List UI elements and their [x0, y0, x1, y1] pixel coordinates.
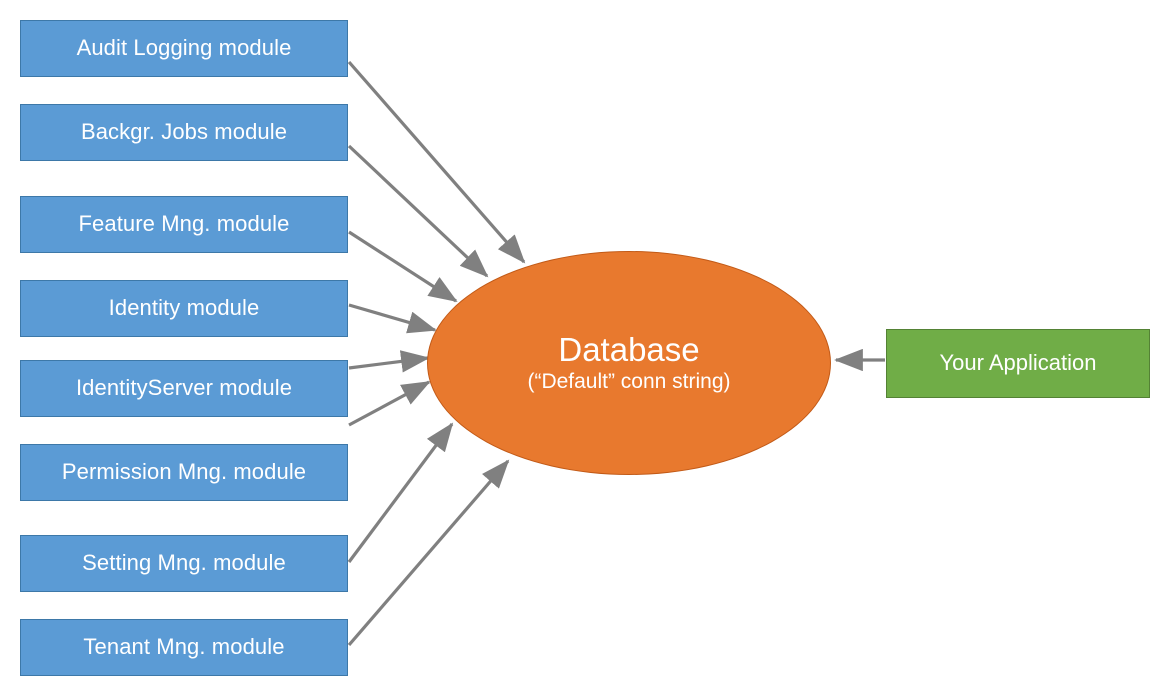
- module-box-identityserver[interactable]: IdentityServer module: [20, 360, 348, 417]
- module-box-audit-logging[interactable]: Audit Logging module: [20, 20, 348, 77]
- module-label: Setting Mng. module: [82, 550, 286, 576]
- module-label: Backgr. Jobs module: [80, 119, 288, 145]
- connector-identityserver-to-database: [348, 350, 430, 373]
- module-label: Identity module: [108, 295, 260, 321]
- application-label: Your Application: [939, 350, 1097, 376]
- module-label: Tenant Mng. module: [83, 634, 285, 660]
- connector-tenant-mng-to-database: [347, 459, 510, 647]
- module-box-background-jobs[interactable]: Backgr. Jobs module: [20, 104, 348, 161]
- module-label: Permission Mng. module: [61, 459, 307, 485]
- module-label: Audit Logging module: [76, 35, 292, 61]
- module-box-tenant-mng[interactable]: Tenant Mng. module: [20, 619, 348, 676]
- module-label: Feature Mng. module: [78, 211, 290, 237]
- database-node[interactable]: Database (“Default” conn string): [427, 251, 831, 475]
- connector-identity-to-database: [348, 303, 437, 334]
- application-box[interactable]: Your Application: [886, 329, 1150, 398]
- database-title: Database: [558, 331, 700, 369]
- connector-feature-mng-to-database: [348, 230, 458, 303]
- module-box-permission-mng[interactable]: Permission Mng. module: [20, 444, 348, 501]
- connector-audit-logging-to-database: [347, 60, 526, 264]
- database-subtitle: (“Default” conn string): [527, 369, 731, 393]
- connector-background-jobs-to-database: [347, 144, 489, 278]
- module-box-identity[interactable]: Identity module: [20, 280, 348, 337]
- connector-permission-mng-to-database: [348, 380, 431, 427]
- module-box-setting-mng[interactable]: Setting Mng. module: [20, 535, 348, 592]
- module-label: IdentityServer module: [75, 375, 293, 401]
- connector-setting-mng-to-database: [347, 422, 454, 563]
- module-box-feature-mng[interactable]: Feature Mng. module: [20, 196, 348, 253]
